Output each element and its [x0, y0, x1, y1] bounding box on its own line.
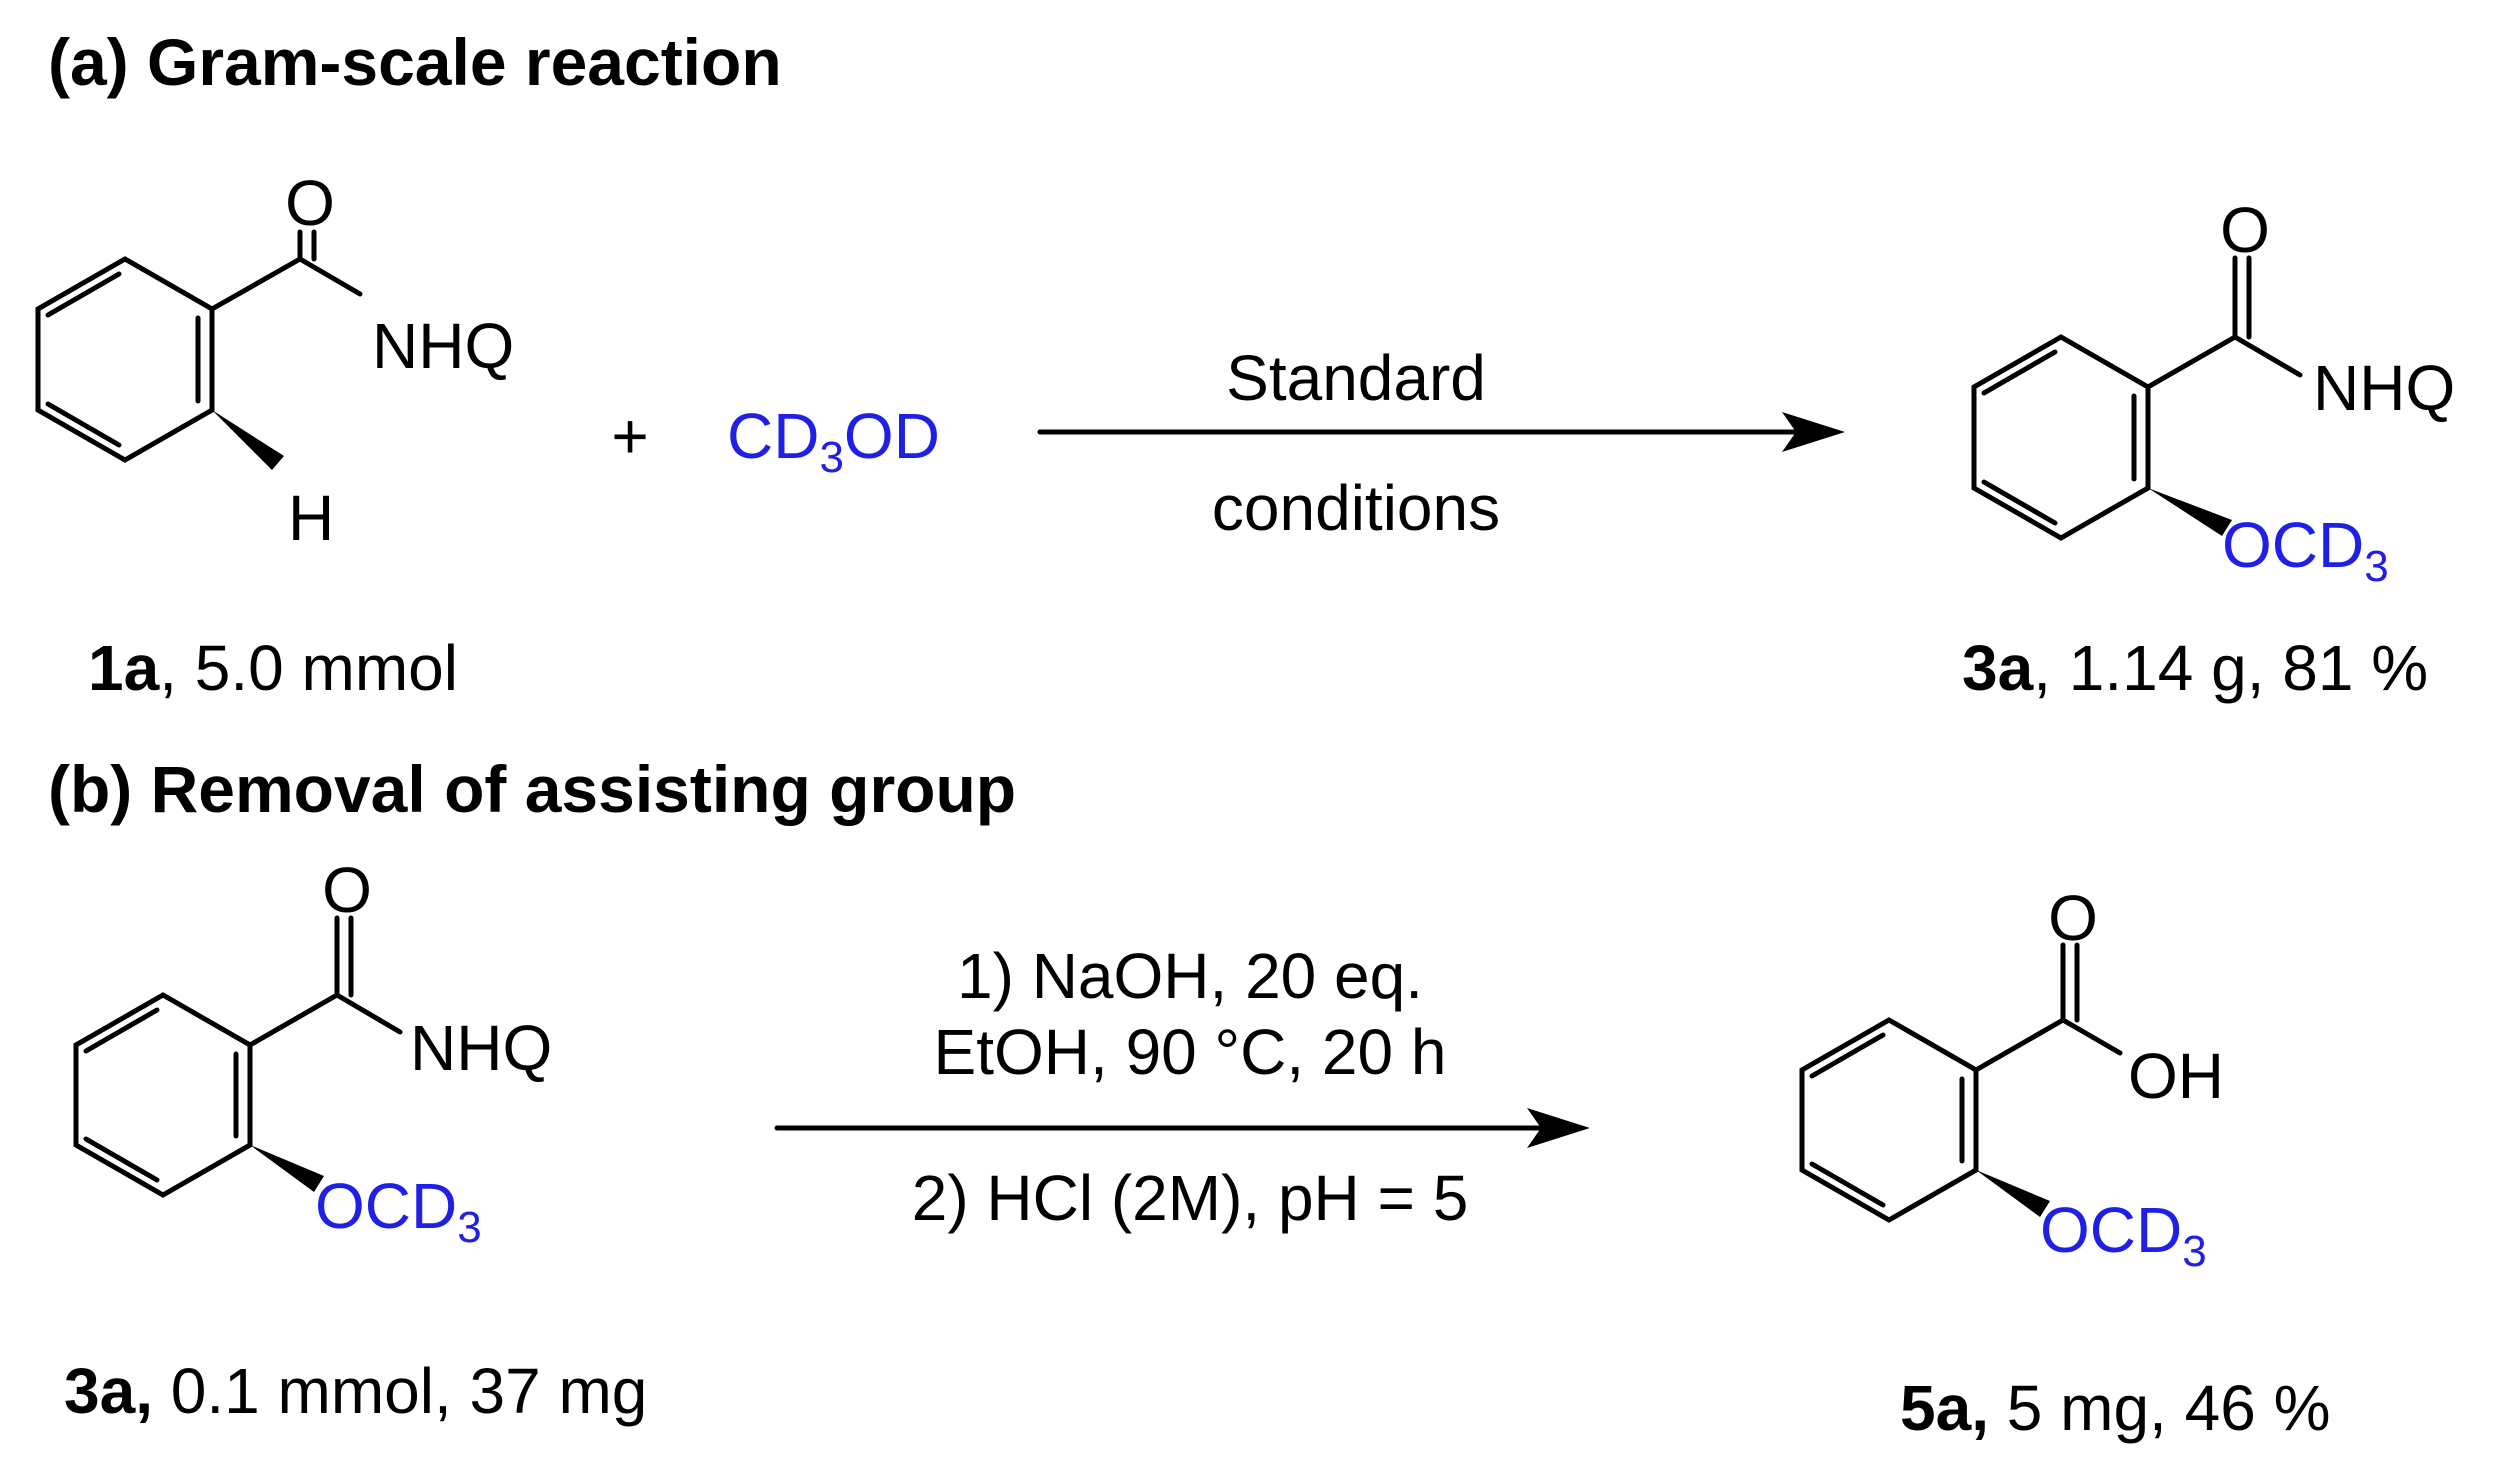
bond-ring-carbonyl — [247, 992, 340, 1048]
wedge-bond-co — [2148, 488, 2232, 536]
ocd3-subscript: 3 — [2364, 542, 2388, 591]
caption-5a: 5a, 5 mg, 46 % — [1900, 1372, 2330, 1444]
molecule-5a: O OH OCD3 — [1799, 882, 2224, 1276]
atom-o: O — [322, 854, 372, 926]
ocd3-subscript: 3 — [457, 1203, 481, 1252]
compound-id-3a: 3a, — [64, 1355, 153, 1427]
compound-id-3a: 3a — [1962, 632, 2034, 704]
arrow-b-step1-text: 1) NaOH, 20 eq. — [957, 940, 1423, 1012]
arrow-b-step2-text: 2) HCl (2M), pH = 5 — [912, 1162, 1469, 1234]
reagent-subscript: 3 — [819, 433, 843, 482]
atom-nhq: NHQ — [372, 310, 514, 382]
benzene-ring-1a — [35, 256, 215, 463]
bond-ring-carbonyl — [2145, 334, 2238, 390]
section-a-title: (a) Gram-scale reaction — [48, 25, 782, 99]
benzene-ring-3a-reactant — [73, 992, 253, 1198]
ocd3-subscript: 3 — [2182, 1227, 2206, 1276]
arrow-b — [774, 1108, 1590, 1148]
ocd3-text: OCD — [2040, 1194, 2182, 1266]
compound-id-5a: 5a, — [1900, 1372, 1989, 1444]
section-b-title: (b) Removal of assisting group — [48, 752, 1016, 826]
arrow-a-above-text: Standard — [1226, 342, 1486, 414]
atom-nhq: NHQ — [2313, 352, 2455, 424]
caption-3a-detail: , 1.14 g, 81 % — [2033, 632, 2428, 704]
molecule-3a-product: O NHQ OCD3 — [1971, 194, 2455, 591]
bond-c-oh — [2060, 1017, 2123, 1056]
caption-5a-detail: 5 mg, 46 % — [1989, 1372, 2331, 1444]
reagent-part1: CD — [727, 400, 819, 472]
caption-3a-detail: 0.1 mmol, 37 mg — [153, 1355, 647, 1427]
bond-c-n — [334, 992, 403, 1035]
plus-sign: + — [611, 400, 648, 472]
compound-id-1a: 1a — [88, 632, 160, 704]
atom-o: O — [2220, 194, 2270, 266]
wedge-bond-ch — [212, 410, 284, 470]
bond-c-n — [297, 256, 363, 297]
atom-o: O — [2048, 882, 2098, 954]
atom-nhq: NHQ — [410, 1012, 552, 1084]
wedge-bond-co — [1976, 1170, 2050, 1217]
bond-ring-carbonyl — [1973, 1017, 2066, 1073]
bond-c-n — [2232, 334, 2303, 378]
atom-h: H — [288, 482, 334, 554]
caption-1a-detail: , 5.0 mmol — [159, 632, 458, 704]
atom-oh: OH — [2128, 1040, 2224, 1112]
atom-o: O — [285, 167, 335, 239]
arrow-a-below-text: conditions — [1212, 472, 1500, 544]
benzene-ring-5a — [1799, 1017, 1979, 1223]
reagent-cd3od: CD3OD — [727, 400, 940, 482]
wedge-bond-co — [250, 1145, 324, 1192]
arrow-b-step1-conditions: EtOH, 90 °C, 20 h — [934, 1016, 1447, 1088]
atom-ocd3: OCD3 — [2222, 509, 2389, 591]
bond-ring-carbonyl — [209, 256, 303, 312]
caption-1a: 1a, 5.0 mmol — [88, 632, 458, 704]
atom-ocd3: OCD3 — [2040, 1194, 2207, 1276]
caption-3a-reactant: 3a, 0.1 mmol, 37 mg — [64, 1355, 647, 1427]
ocd3-text: OCD — [2222, 509, 2364, 581]
atom-ocd3: OCD3 — [315, 1170, 482, 1252]
ocd3-text: OCD — [315, 1170, 457, 1242]
benzene-ring-3a — [1971, 334, 2151, 541]
molecule-1a: O NHQ H — [35, 167, 514, 554]
arrow-a — [1037, 412, 1845, 452]
caption-3a-product: 3a, 1.14 g, 81 % — [1962, 632, 2428, 704]
molecule-3a-reactant: O NHQ OCD3 — [73, 854, 552, 1252]
reagent-part2: OD — [844, 400, 940, 472]
